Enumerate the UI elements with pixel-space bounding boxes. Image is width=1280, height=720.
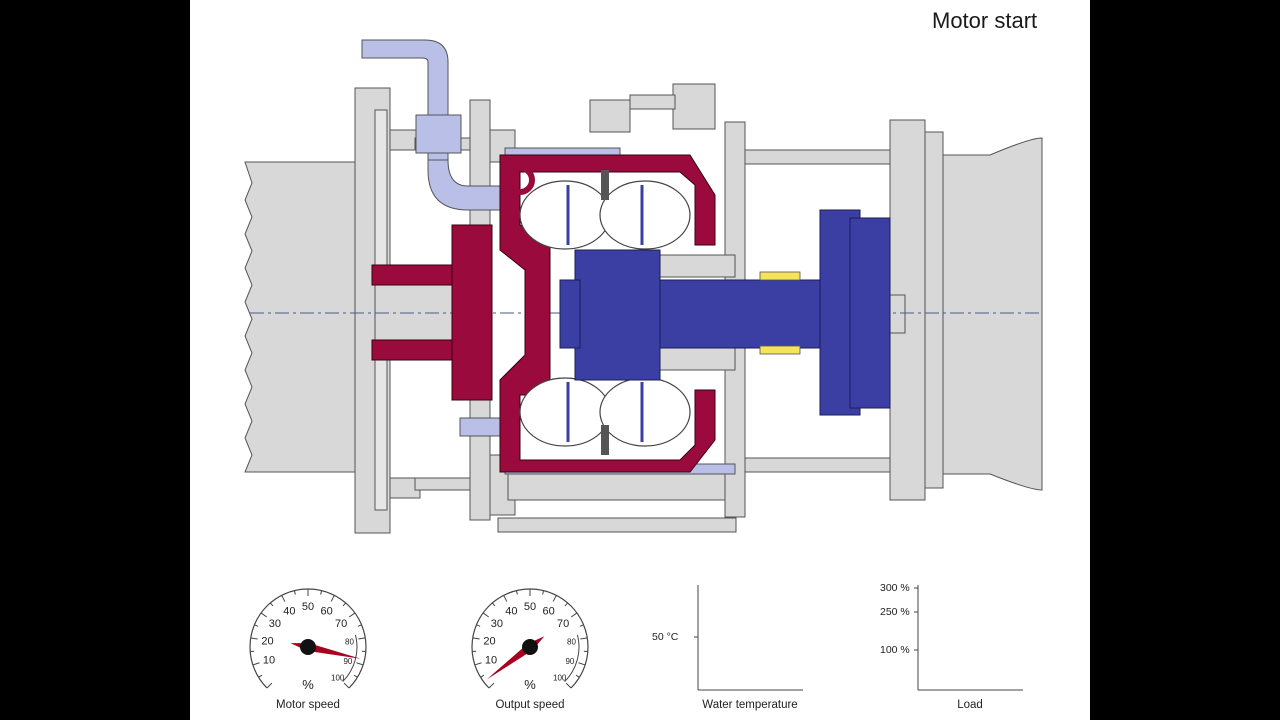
gauge-tick-label: 50: [302, 601, 314, 613]
gauge-tick: [281, 595, 286, 602]
chart-label-load: Load: [957, 699, 983, 711]
gauge-tick-label: 50: [524, 601, 536, 613]
gauge-redline-band: [342, 634, 358, 683]
gauge-tick: [266, 682, 273, 689]
gauge-tick: [482, 612, 490, 618]
gauge-tick: [353, 674, 358, 678]
gauge-tick: [254, 624, 259, 627]
gauge-tick: [570, 612, 578, 618]
chart-label-water-temperature: Water temperature: [702, 699, 798, 711]
gauge-unit-output-speed: %: [524, 677, 536, 692]
gauge-tick-label: 70: [557, 618, 569, 630]
gauge-tick-label: 40: [283, 605, 295, 617]
gauge-redline-band: [564, 634, 580, 683]
gauge-tick-label: 70: [335, 618, 347, 630]
gauge-tick: [575, 674, 580, 678]
gauge-tick: [343, 682, 350, 689]
gauge-tick-label: 80: [345, 637, 354, 646]
gauge-tick-label: 40: [505, 605, 517, 617]
gauge-tick: [515, 590, 518, 595]
gauge-tick-label: 100: [553, 674, 567, 683]
gauge-tick: [579, 624, 584, 627]
gauge-tick-label: 20: [483, 636, 495, 648]
gauge-tick: [578, 662, 586, 666]
gauge-hub: [522, 639, 538, 655]
motor-shaft-block: [244, 161, 366, 473]
gauge-tick: [293, 590, 296, 595]
chart-tick-50c: 50 °C: [652, 631, 679, 643]
chart-tick-300: 300 %: [880, 582, 910, 594]
gauge-tick: [503, 595, 508, 602]
gauge-tick: [358, 637, 366, 640]
gauge-tick: [357, 624, 362, 627]
gauge-tick-label: 10: [485, 655, 497, 667]
gauge-tick: [476, 624, 481, 627]
gauge-tick-label: 30: [269, 618, 281, 630]
gauge-tick-label: 60: [542, 605, 554, 617]
gauge-hub: [300, 639, 316, 655]
gauge-tick: [269, 602, 274, 607]
gauge-tick-label: 20: [261, 636, 273, 648]
gauge-tick: [580, 637, 588, 640]
gauge-tick: [472, 637, 480, 640]
gauge-tick: [320, 590, 323, 595]
gauge-tick: [488, 682, 495, 689]
gauge-tick-label: 60: [320, 605, 332, 617]
gauge-tick: [491, 602, 496, 607]
gauge-label-output-speed: Output speed: [495, 699, 565, 711]
gauge-label-motor-speed: Motor speed: [276, 699, 340, 711]
gauge-tick: [258, 674, 263, 678]
animation-frame: Motor start: [190, 0, 1090, 720]
gauge-tick: [565, 682, 572, 689]
gauge-tick: [542, 590, 545, 595]
gauge-unit-motor-speed: %: [302, 677, 314, 692]
coupling-cross-section: 1020304050607080901001020304050607080901…: [244, 39, 1043, 691]
gauge-tick: [552, 595, 557, 602]
chart-tick-250: 250 %: [880, 606, 910, 618]
gauge-tick: [564, 602, 569, 607]
chart-tick-100: 100 %: [880, 644, 910, 656]
gauge-tick: [474, 662, 482, 666]
gauge-tick-label: 10: [263, 655, 275, 667]
gauge-tick-label: 80: [567, 637, 576, 646]
gauge-tick: [356, 662, 364, 666]
gauge-tick-label: 100: [331, 674, 345, 683]
gauge-tick: [348, 612, 356, 618]
gauge-tick: [342, 602, 347, 607]
scene-title: Motor start: [932, 8, 1038, 33]
gauge-tick-label: 90: [565, 657, 574, 666]
gauge-tick: [250, 637, 258, 640]
gauge-tick-label: 90: [343, 657, 352, 666]
gauge-tick: [260, 612, 268, 618]
gauge-tick-label: 30: [491, 618, 503, 630]
gauge-tick: [252, 662, 260, 666]
gauge-tick: [480, 674, 485, 678]
gauge-tick: [330, 595, 335, 602]
